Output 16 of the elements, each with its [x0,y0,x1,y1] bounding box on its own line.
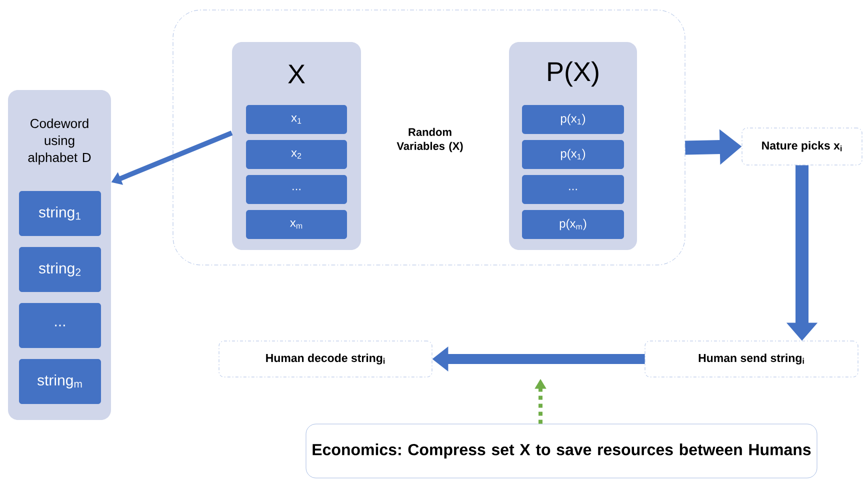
process-box: Human send string$_{i}$ [644,340,858,378]
process-box: Human decode string$_{i}$ [218,340,432,378]
value-cell: p(x$_{1}$) [522,105,624,134]
value-cell: x$_{2}$ [246,140,347,169]
value-cell: ... [246,175,347,204]
value-cell: p(x$_{1}$) [522,140,624,169]
value-cell: ... [19,303,101,348]
note-box: Economics: Compress set X to save resources between Humans [306,424,818,478]
value-cell: p(x$_{m}$) [522,210,624,239]
value-cell: string$_{1}$ [19,191,101,236]
value-cell: ... [522,175,624,204]
process-box: Nature picks x$_{i}$ [742,128,862,166]
value-cell: x$_{m}$ [246,210,347,239]
value-cell: string$_{2}$ [19,247,101,292]
value-cell: x$_{1}$ [246,105,347,134]
value-cell: string$_{m}$ [19,359,101,404]
